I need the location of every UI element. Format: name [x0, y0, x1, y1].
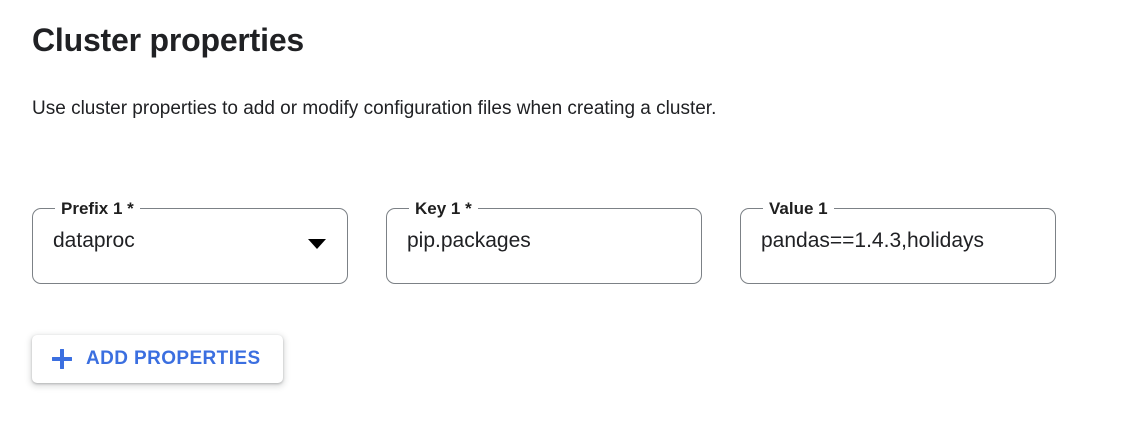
- page-description: Use cluster properties to add or modify …: [32, 98, 717, 119]
- field-value-1-label: Value 1: [769, 199, 828, 218]
- field-prefix-1-label: Prefix 1 *: [61, 199, 134, 218]
- add-properties-button-label: ADD PROPERTIES: [86, 348, 261, 369]
- field-value-1-value[interactable]: pandas==1.4.3,holidays: [761, 229, 985, 252]
- field-value-1[interactable]: Value 1 pandas==1.4.3,holidays: [740, 200, 1056, 284]
- add-properties-button[interactable]: ADD PROPERTIES: [32, 335, 283, 383]
- field-prefix-1-value[interactable]: dataproc: [53, 229, 135, 252]
- plus-icon: [52, 349, 72, 369]
- page-title: Cluster properties: [32, 22, 305, 58]
- field-key-1-label: Key 1 *: [415, 199, 472, 218]
- properties-row: Prefix 1 * dataproc Key 1 * pip.packages…: [32, 200, 1056, 284]
- chevron-down-icon[interactable]: [308, 239, 326, 249]
- field-key-1[interactable]: Key 1 * pip.packages: [386, 200, 702, 284]
- field-prefix-1[interactable]: Prefix 1 * dataproc: [32, 200, 348, 284]
- field-key-1-value[interactable]: pip.packages: [407, 229, 531, 252]
